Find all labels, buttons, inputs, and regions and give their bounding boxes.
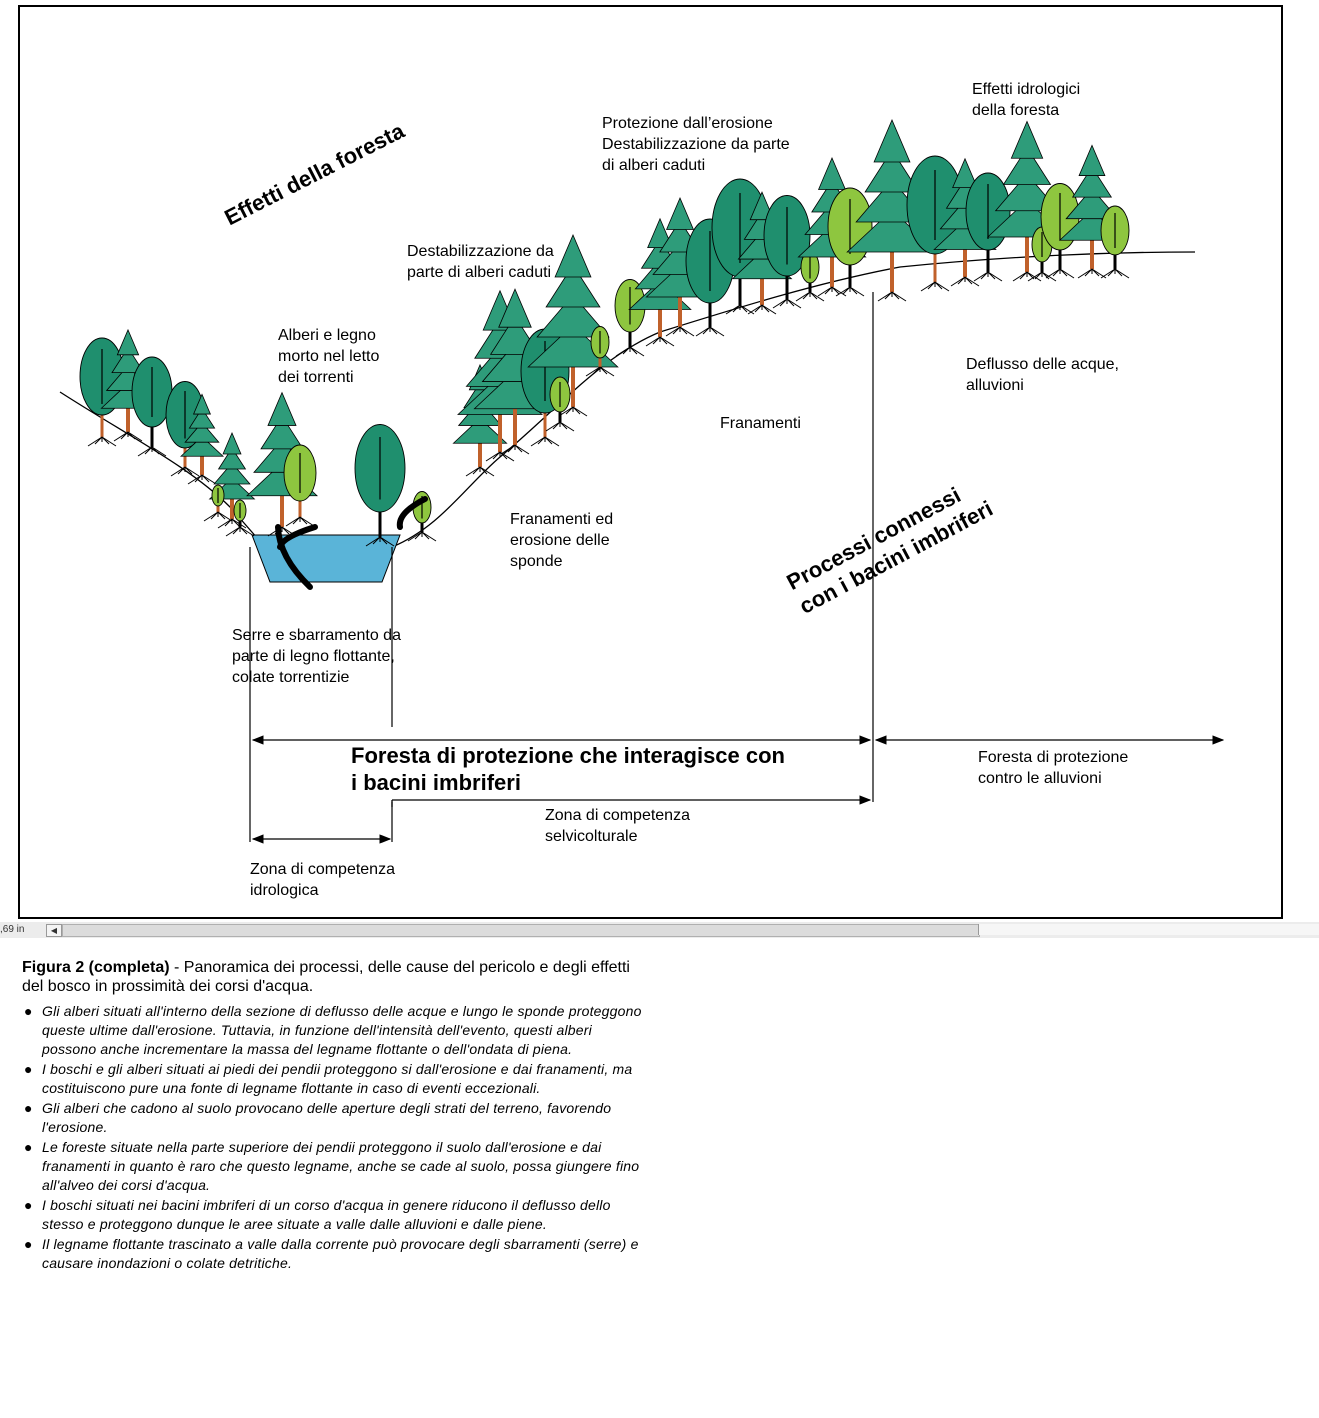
tree-icon — [225, 499, 255, 537]
scroll-track[interactable] — [62, 924, 980, 937]
fallen-log-icon — [277, 524, 318, 550]
bullet-icon: ● — [24, 1236, 33, 1252]
tree-icon — [131, 356, 173, 457]
label-destabilization: Destabilizzazione da parte di alberi cad… — [407, 243, 554, 281]
tree-icon — [203, 484, 233, 522]
caption-bullet: ●Il legname flottante trascinato a valle… — [24, 1236, 639, 1271]
bullet-icon: ● — [24, 1100, 33, 1116]
label-runoff: Deflusso delle acque, alluvioni — [966, 356, 1119, 394]
zone-hydrological: Zona di competenza idrologica — [250, 861, 395, 899]
caption-bullet-list: ●Gli alberi situati all'interno della se… — [22, 1002, 642, 1273]
label-bank-erosion: Franamenti ed erosione delle sponde — [510, 511, 614, 570]
tree-icon — [906, 155, 964, 292]
tree-icon — [614, 279, 646, 357]
label-dead-wood: Alberi e legno morto nel letto dei torre… — [278, 327, 380, 386]
caption-heading: Figura 2 (completa) - Panoramica dei pro… — [22, 958, 642, 996]
water-channel — [251, 534, 401, 583]
caption-bullet: ●Gli alberi che cadono al suolo provocan… — [24, 1100, 612, 1135]
figure-label: Figura 2 (completa) — [22, 959, 170, 976]
triangle-left-icon[interactable]: ◀ — [46, 924, 62, 937]
caption-bullet: ●Le foreste situate nella parte superior… — [24, 1139, 640, 1193]
bullet-icon: ● — [24, 1197, 33, 1213]
horizontal-scrollbar[interactable]: ,69 in ◀ — [0, 922, 1319, 938]
fallen-log-icon — [396, 496, 428, 530]
figure-caption: Figura 2 (completa) - Panoramica dei pro… — [22, 958, 642, 1274]
zone-interacting-forest: Foresta di protezione che interagisce co… — [351, 743, 785, 795]
label-erosion-protection: Protezione dall’erosione Destabilizzazio… — [602, 115, 790, 174]
zone-flood-forest: Foresta di protezione contro le alluvion… — [978, 749, 1129, 787]
label-dams: Serre e sbarramento da parte di legno fl… — [232, 627, 401, 686]
tree-icon — [1100, 205, 1130, 279]
scroll-thumb[interactable] — [978, 924, 1319, 935]
caption-bullet: ●I boschi situati nei bacini imbriferi d… — [24, 1197, 611, 1232]
bullet-icon: ● — [24, 1003, 33, 1019]
tree-icon — [179, 393, 225, 485]
bullet-icon: ● — [24, 1139, 33, 1155]
tree-icon — [763, 195, 811, 309]
tree-group — [79, 118, 1130, 590]
label-landslides: Franamenti — [720, 415, 801, 432]
figure-text: - Panoramica dei processi, delle cause d… — [22, 959, 630, 995]
tree-icon — [933, 157, 997, 287]
bullet-icon: ● — [24, 1061, 33, 1077]
zoom-readout: ,69 in — [0, 924, 25, 935]
tree-icon — [795, 251, 825, 302]
tree-icon — [283, 444, 317, 527]
label-hydro-effects: Effetti idrologici della foresta — [972, 81, 1081, 119]
tree-icon — [585, 326, 615, 377]
fallen-log-icon — [275, 524, 313, 590]
zone-silvicultural: Zona di competenza selvicolturale — [545, 807, 690, 845]
diagram-drawing — [59, 118, 1225, 844]
forest-diagram: Effetti della foresta Processi connessi … — [18, 5, 1283, 919]
tree-icon — [354, 424, 406, 547]
caption-bullet: ●Gli alberi situati all'interno della se… — [24, 1003, 642, 1057]
caption-bullet: ●I boschi e gli alberi situati ai piedi … — [24, 1061, 633, 1096]
tree-icon — [527, 233, 619, 417]
